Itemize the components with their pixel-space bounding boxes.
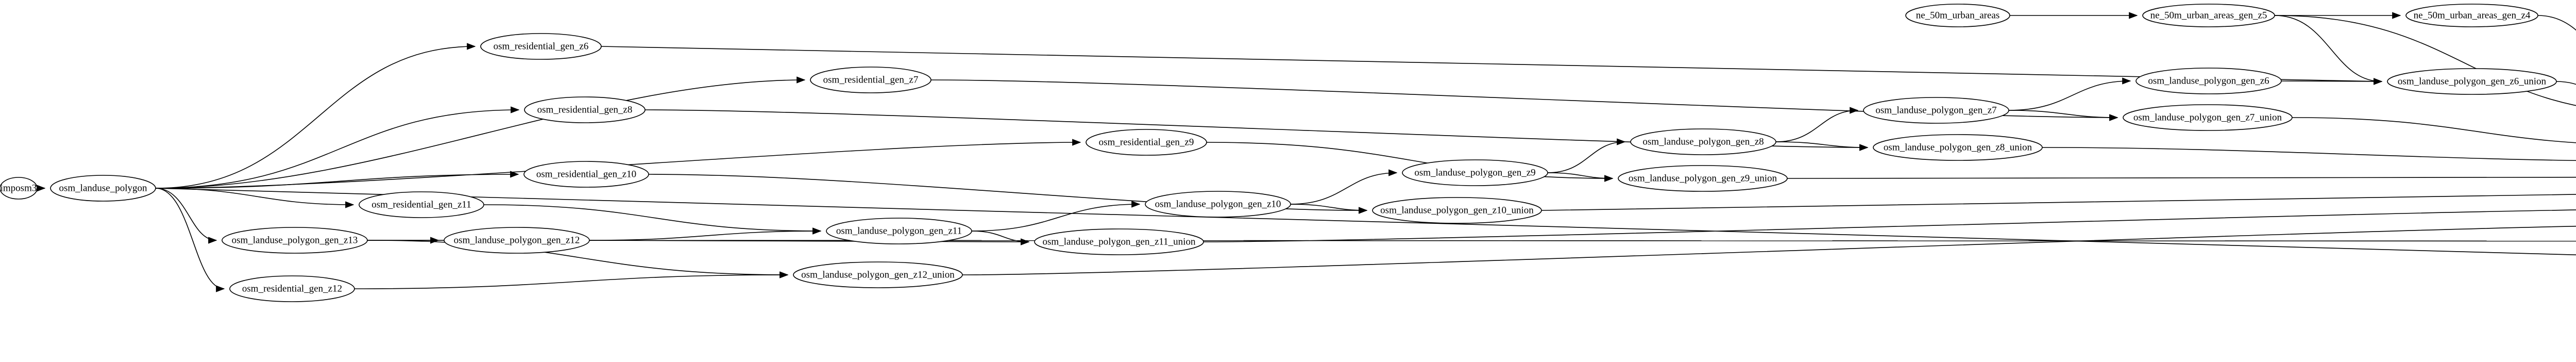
graph-edge	[1787, 176, 2576, 179]
node-label: osm_residential_gen_z12	[242, 283, 342, 294]
node-label: osm_landuse_polygon	[59, 183, 147, 193]
graph-edge	[155, 188, 217, 244]
graph-edge	[2042, 147, 2576, 161]
graph-node[interactable]: osm_landuse_polygon_gen_z11	[826, 218, 972, 244]
graph-node[interactable]: osm_residential_gen_z9	[1086, 129, 1207, 156]
graph-edge	[155, 43, 476, 189]
node-label: osm_residential_gen_z8	[537, 104, 633, 115]
graph-edge	[354, 271, 789, 289]
node-label: osm_landuse_polygon_gen_z13	[232, 235, 358, 245]
graph-edge	[1775, 107, 1859, 142]
graph-node[interactable]: osm_landuse_polygon_gen_z9_union	[1618, 165, 1788, 192]
graph-node[interactable]: osm_landuse_polygon_gen_z7	[1863, 97, 2009, 124]
graph-edge	[1547, 172, 1614, 182]
edge-layer	[37, 12, 2576, 292]
node-label: osm_residential_gen_z6	[494, 41, 589, 52]
node-label: osm_landuse_polygon_gen_z11_union	[1043, 236, 1196, 247]
graph-edge	[971, 201, 1141, 232]
graph-node[interactable]: osm_landuse_polygon_gen_z7_union	[2123, 104, 2293, 131]
graph-node[interactable]: osm_landuse_polygon	[50, 175, 156, 202]
node-label: osm_landuse_polygon_gen_z7_union	[2133, 112, 2282, 123]
graph-edge	[2274, 15, 2576, 106]
node-label: ne_50m_urban_areas	[1916, 10, 2000, 21]
node-label: osm_residential_gen_z10	[536, 169, 636, 179]
node-label: osm_landuse_polygon_gen_z8_union	[1884, 142, 2032, 153]
graph-edge	[2537, 15, 2576, 31]
graph-node[interactable]: osm_landuse_polygon_gen_z9	[1402, 159, 1548, 186]
graph-node[interactable]: osm_landuse_polygon_gen_z13	[222, 227, 368, 254]
graph-edge	[367, 240, 2576, 242]
node-label: ne_50m_urban_areas_gen_z5	[2150, 10, 2267, 21]
graph-edge	[589, 227, 822, 241]
graph-node[interactable]: osm_landuse_polygon_gen_z12_union	[793, 261, 963, 288]
graph-node[interactable]: osm_residential_gen_z12	[229, 275, 355, 302]
graph-edge	[2274, 15, 2383, 85]
graph-node[interactable]: osm_residential_gen_z6	[480, 33, 602, 60]
graph-edge	[971, 231, 1030, 245]
graph-node[interactable]: osm_landuse_polygon_gen_z8	[1630, 128, 1776, 155]
graph-edge	[155, 76, 806, 189]
graph-node[interactable]: osm_landuse_polygon_gen_z10_union	[1372, 197, 1542, 224]
graph-edge	[1547, 138, 1626, 173]
graph-node[interactable]: osm_landuse_polygon_gen_z10	[1145, 191, 1291, 218]
graph-node[interactable]: osm_landuse_polygon_gen_z8_union	[1873, 134, 2043, 161]
node-label: osm_landuse_polygon_gen_z10	[1155, 199, 1281, 209]
graph-node[interactable]: osm_residential_gen_z10	[523, 161, 649, 188]
graph-node[interactable]: osm_landuse_polygon_gen_z11_union	[1034, 228, 1204, 255]
node-label: osm_landuse_polygon_gen_z10_union	[1380, 205, 1534, 216]
node-label: osm_landuse_polygon_gen_z12_union	[801, 269, 955, 280]
graph-node[interactable]: osm_residential_gen_z7	[810, 67, 931, 93]
graph-node[interactable]: osm_landuse_polygon_gen_z6_union	[2387, 68, 2557, 95]
graph-node[interactable]: osm_landuse_polygon_gen_z6	[2136, 68, 2282, 94]
node-label: imposm3	[1, 183, 37, 193]
node-label: osm_landuse_polygon_gen_z8	[1642, 136, 1764, 147]
graph-edge	[2008, 77, 2131, 111]
node-label: osm_residential_gen_z7	[823, 74, 919, 85]
node-label: osm_landuse_polygon_gen_z7	[1875, 105, 1996, 116]
graph-edge	[483, 204, 822, 235]
node-label: osm_landuse_polygon_gen_z6_union	[2398, 76, 2547, 87]
graph-node[interactable]: osm_residential_gen_z11	[359, 191, 484, 218]
graph-node[interactable]: ne_50m_urban_areas	[1905, 4, 2010, 27]
graph-edge	[1290, 169, 1398, 205]
graph-edge	[155, 188, 225, 292]
node-label: osm_landuse_polygon_gen_z11	[836, 225, 962, 236]
node-layer: imposm3 osm_landuse_polygon osm_residentia…	[0, 4, 2557, 302]
node-label: osm_residential_gen_z9	[1099, 137, 1194, 147]
graph-node[interactable]: ne_50m_urban_areas_gen_z4	[2405, 4, 2538, 27]
graph-edge	[1203, 209, 2576, 242]
node-label: osm_residential_gen_z11	[371, 199, 471, 210]
graph-edge	[2292, 117, 2576, 143]
graph-node[interactable]: osm_landuse_polygon_gen_z12	[444, 227, 590, 254]
graph-node[interactable]: osm_residential_gen_z8	[524, 96, 646, 123]
graph-edge	[155, 171, 519, 189]
graph-edge	[2556, 81, 2576, 85]
node-label: osm_landuse_polygon_gen_z6	[2148, 75, 2269, 86]
graph-edge	[1541, 193, 2576, 211]
graph-node[interactable]: ne_50m_urban_areas_gen_z5	[2142, 4, 2275, 27]
node-label: osm_landuse_polygon_gen_z9_union	[1629, 173, 1777, 184]
node-label: osm_landuse_polygon_gen_z12	[454, 235, 580, 245]
graph-edge	[962, 225, 2576, 275]
graph-edge	[155, 106, 520, 189]
node-label: ne_50m_urban_areas_gen_z4	[2414, 10, 2531, 21]
graph-node[interactable]: imposm3	[0, 177, 38, 200]
node-label: osm_landuse_polygon_gen_z9	[1414, 167, 1535, 178]
